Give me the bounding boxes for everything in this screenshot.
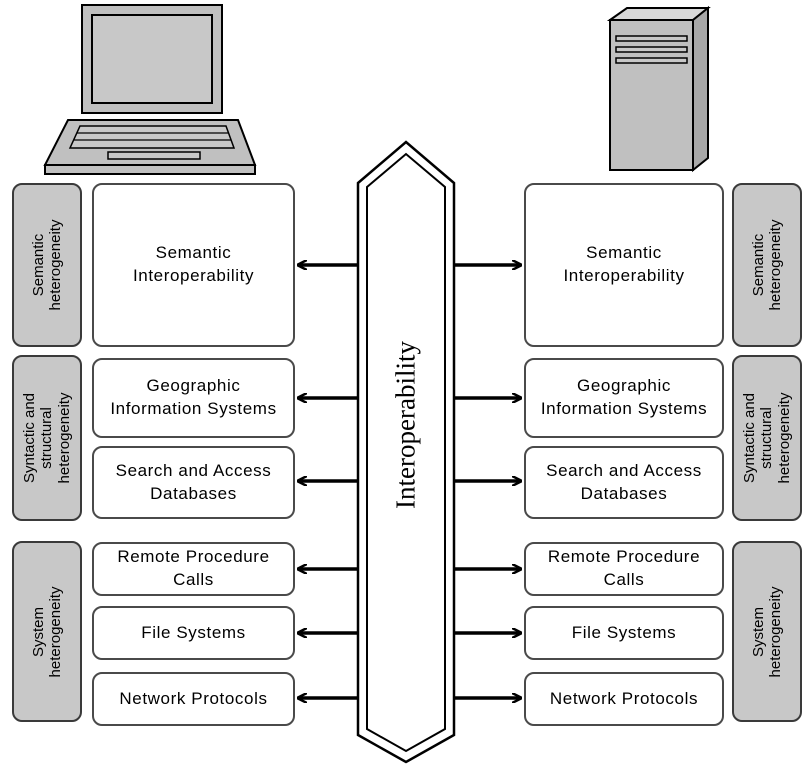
- right-rpc-box: Remote Procedure Calls: [524, 542, 724, 596]
- laptop-icon: [43, 4, 257, 175]
- left-semantic-heterogeneity: Semantic heterogeneity: [12, 183, 82, 347]
- box-label: Geographic Information Systems: [110, 376, 277, 418]
- side-label: Syntactic and structural heterogeneity: [741, 392, 793, 484]
- box-label: Search and Access Databases: [115, 460, 272, 503]
- side-label: Syntactic and structural heterogeneity: [21, 392, 73, 484]
- box-label: Geographic Information Systems: [540, 376, 708, 418]
- box-label: Remote Procedure Calls: [117, 547, 270, 589]
- interoperability-arrow: [356, 140, 456, 764]
- right-system-heterogeneity: System heterogeneity: [732, 541, 802, 722]
- right-gis-box: Geographic Information Systems: [524, 358, 724, 438]
- left-connectors: [298, 265, 358, 698]
- server-tower-icon: [606, 5, 711, 173]
- box-label: File Systems: [571, 622, 677, 642]
- left-databases-box: Search and Access Databases: [92, 446, 295, 519]
- side-label: Semantic heterogeneity: [749, 219, 784, 311]
- side-label: Semantic heterogeneity: [29, 219, 64, 311]
- right-network-protocols-box: Network Protocols: [524, 672, 724, 726]
- box-label: File Systems: [141, 622, 246, 642]
- left-semantic-interoperability-box: Semantic Interoperability: [92, 183, 295, 347]
- box-label: Semantic Interoperability: [563, 243, 685, 285]
- right-syntactic-structural-heterogeneity: Syntactic and structural heterogeneity: [732, 355, 802, 521]
- left-rpc-box: Remote Procedure Calls: [92, 542, 295, 596]
- right-semantic-heterogeneity: Semantic heterogeneity: [732, 183, 802, 347]
- right-file-systems-box: File Systems: [524, 606, 724, 660]
- left-file-systems-box: File Systems: [92, 606, 295, 660]
- side-label: System heterogeneity: [749, 586, 784, 677]
- box-label: Network Protocols: [119, 688, 268, 708]
- left-syntactic-structural-heterogeneity: Syntactic and structural heterogeneity: [12, 355, 82, 521]
- right-databases-box: Search and Access Databases: [524, 446, 724, 519]
- right-connectors: [454, 265, 521, 698]
- box-label: Search and Access Databases: [546, 460, 702, 503]
- left-gis-box: Geographic Information Systems: [92, 358, 295, 438]
- box-label: Remote Procedure Calls: [547, 547, 701, 589]
- right-semantic-interoperability-box: Semantic Interoperability: [524, 183, 724, 347]
- box-label: Network Protocols: [549, 688, 699, 708]
- left-network-protocols-box: Network Protocols: [92, 672, 295, 726]
- interoperability-label: Interoperability: [390, 341, 421, 509]
- side-label: System heterogeneity: [29, 586, 64, 677]
- left-system-heterogeneity: System heterogeneity: [12, 541, 82, 722]
- box-label: Semantic Interoperability: [132, 243, 255, 285]
